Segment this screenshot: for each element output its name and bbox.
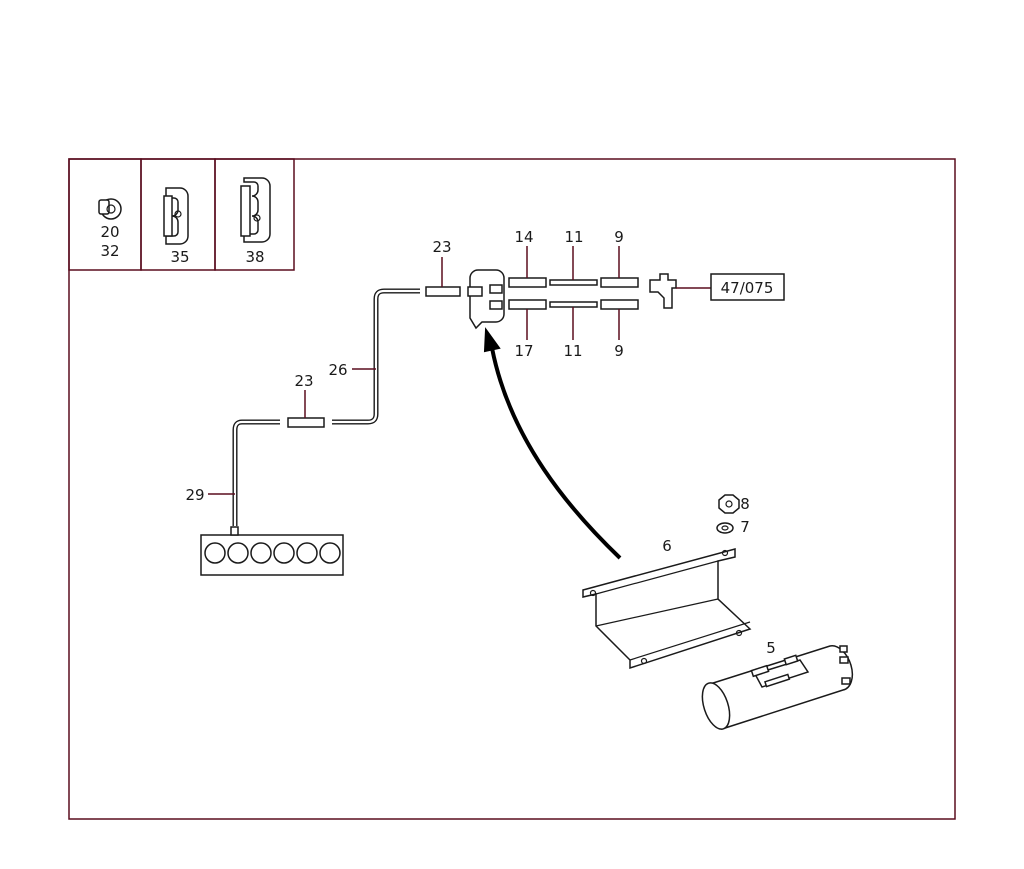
label-23-top: 23: [432, 238, 451, 256]
connector-23-top: [425, 286, 461, 297]
clip-triple-icon: [240, 177, 271, 243]
nut-icon: [718, 494, 740, 514]
manifold-block: [200, 526, 344, 576]
reference-box-label: 47/075: [721, 279, 774, 297]
label-7: 7: [740, 518, 750, 536]
hose-29: [232, 419, 280, 526]
label-9-top: 9: [614, 228, 624, 246]
part-9-bottom: [600, 299, 639, 310]
label-26: 26: [328, 361, 347, 379]
label-8: 8: [740, 495, 750, 513]
double-clip-holder: [467, 269, 505, 330]
diagram-frame: [68, 158, 956, 820]
part-9-top: [600, 277, 639, 288]
label-6: 6: [662, 537, 672, 555]
inset-table: [68, 158, 295, 271]
label-11-bottom: 11: [563, 342, 582, 360]
washer-icon: [716, 522, 734, 534]
label-14: 14: [514, 228, 533, 246]
label-5: 5: [766, 639, 776, 657]
reference-box: [710, 273, 785, 301]
part-11-bottom: [549, 301, 598, 308]
inset-label-35: 35: [170, 248, 189, 266]
label-29: 29: [185, 486, 204, 504]
clip-small-icon: [98, 198, 122, 220]
part-11-top: [549, 279, 598, 286]
part-14: [508, 277, 547, 288]
connector-23-middle: [287, 417, 325, 428]
label-23-middle: 23: [294, 372, 313, 390]
leader-lines: [208, 246, 620, 495]
assembly-arrow: [483, 327, 622, 560]
vacuum-reservoir: [701, 645, 854, 730]
hose-26: [332, 288, 420, 425]
inset-label-32: 32: [100, 242, 119, 260]
inset-label-38: 38: [245, 248, 264, 266]
label-11-top: 11: [564, 228, 583, 246]
mounting-bracket: [582, 548, 752, 670]
clip-double-icon: [163, 187, 189, 245]
label-9-bottom: 9: [614, 342, 624, 360]
inset-label-20: 20: [100, 223, 119, 241]
check-valve: [649, 273, 711, 309]
part-17: [508, 299, 547, 310]
label-17: 17: [514, 342, 533, 360]
